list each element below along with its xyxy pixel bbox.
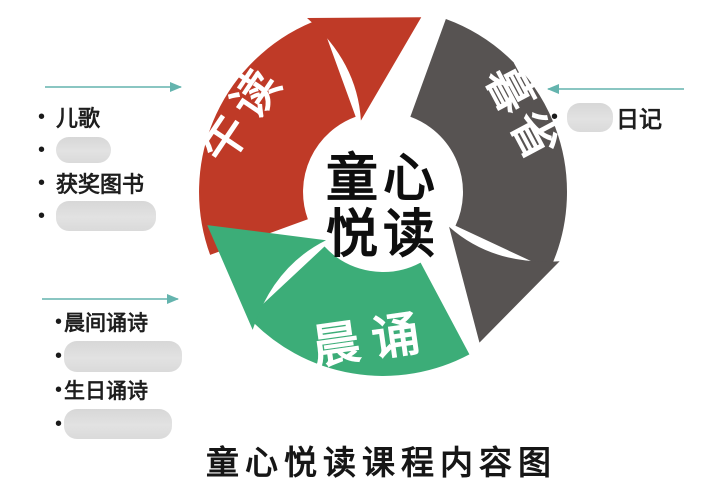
bullet-icon: • [55,379,63,401]
diagram-center-title-line2: 悦读 [326,206,440,264]
list-item-label: 获奖图书 [56,171,145,197]
bullet-icon: • [55,311,63,333]
arc-noon-reading [199,17,422,255]
bullet-icon: • [551,106,559,128]
list-item: • 获奖图书 [38,166,156,199]
bullet-icon: • [55,345,63,367]
list-item-label: 儿歌 [56,105,101,131]
arc-evening-reflection [408,19,567,343]
list-item: • 生日诵诗 [55,373,182,407]
bullet-icon: • [38,204,46,227]
redacted-item [56,136,111,163]
redacted-item [56,200,156,231]
arc-morning-recitation [207,225,470,376]
morning-recitation-list: • 晨间诵诗 • • 生日诵诗 • [55,305,182,441]
list-item: • [38,133,156,166]
evening-reflection-list: • 日记 [551,101,662,133]
list-item: • 儿歌 [38,100,156,133]
bullet-icon: • [38,105,46,128]
redacted-item [64,409,172,439]
list-item-label: 生日诵诗 [64,380,148,403]
bullet-icon: • [38,138,46,161]
redacted-item [64,340,182,372]
list-item: • [55,339,182,373]
list-item-label: 日记 [616,106,662,132]
diagram-caption: 童心悦读课程内容图 [206,446,557,482]
redacted-item [567,102,613,132]
diagram-center-title-line1: 童心 [326,150,440,208]
list-item: • 晨间诵诗 [55,305,182,339]
list-item: • 日记 [551,101,662,133]
noon-reading-list: • 儿歌 • • 获奖图书 • [38,100,156,232]
list-item: • [38,199,156,232]
list-item-label: 晨间诵诗 [64,312,148,335]
bullet-icon: • [38,171,46,194]
list-item: • [55,407,182,441]
bullet-icon: • [55,413,63,435]
